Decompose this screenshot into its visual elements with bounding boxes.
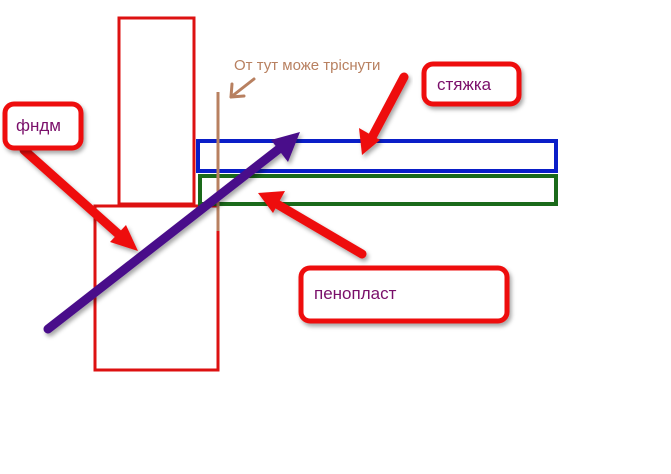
foam-layer xyxy=(198,174,558,206)
foundation-pointer-arrow xyxy=(19,145,138,251)
foam-label: пенопласт xyxy=(314,284,397,303)
upper-wall xyxy=(117,16,196,206)
crack-note: От тут може тріснути xyxy=(234,57,380,74)
foam-label-box: пенопласт xyxy=(298,265,510,324)
screed-pointer-arrow xyxy=(359,72,409,155)
crack-pointer-arrow xyxy=(229,77,256,99)
foundation-label-box: фндм xyxy=(2,101,84,151)
diagonal-arrow xyxy=(43,132,300,334)
screed-label-box: стяжка xyxy=(421,61,522,107)
screed-label: стяжка xyxy=(437,75,492,94)
foam-pointer-arrow xyxy=(258,191,367,259)
foundation-label: фндм xyxy=(16,116,61,135)
